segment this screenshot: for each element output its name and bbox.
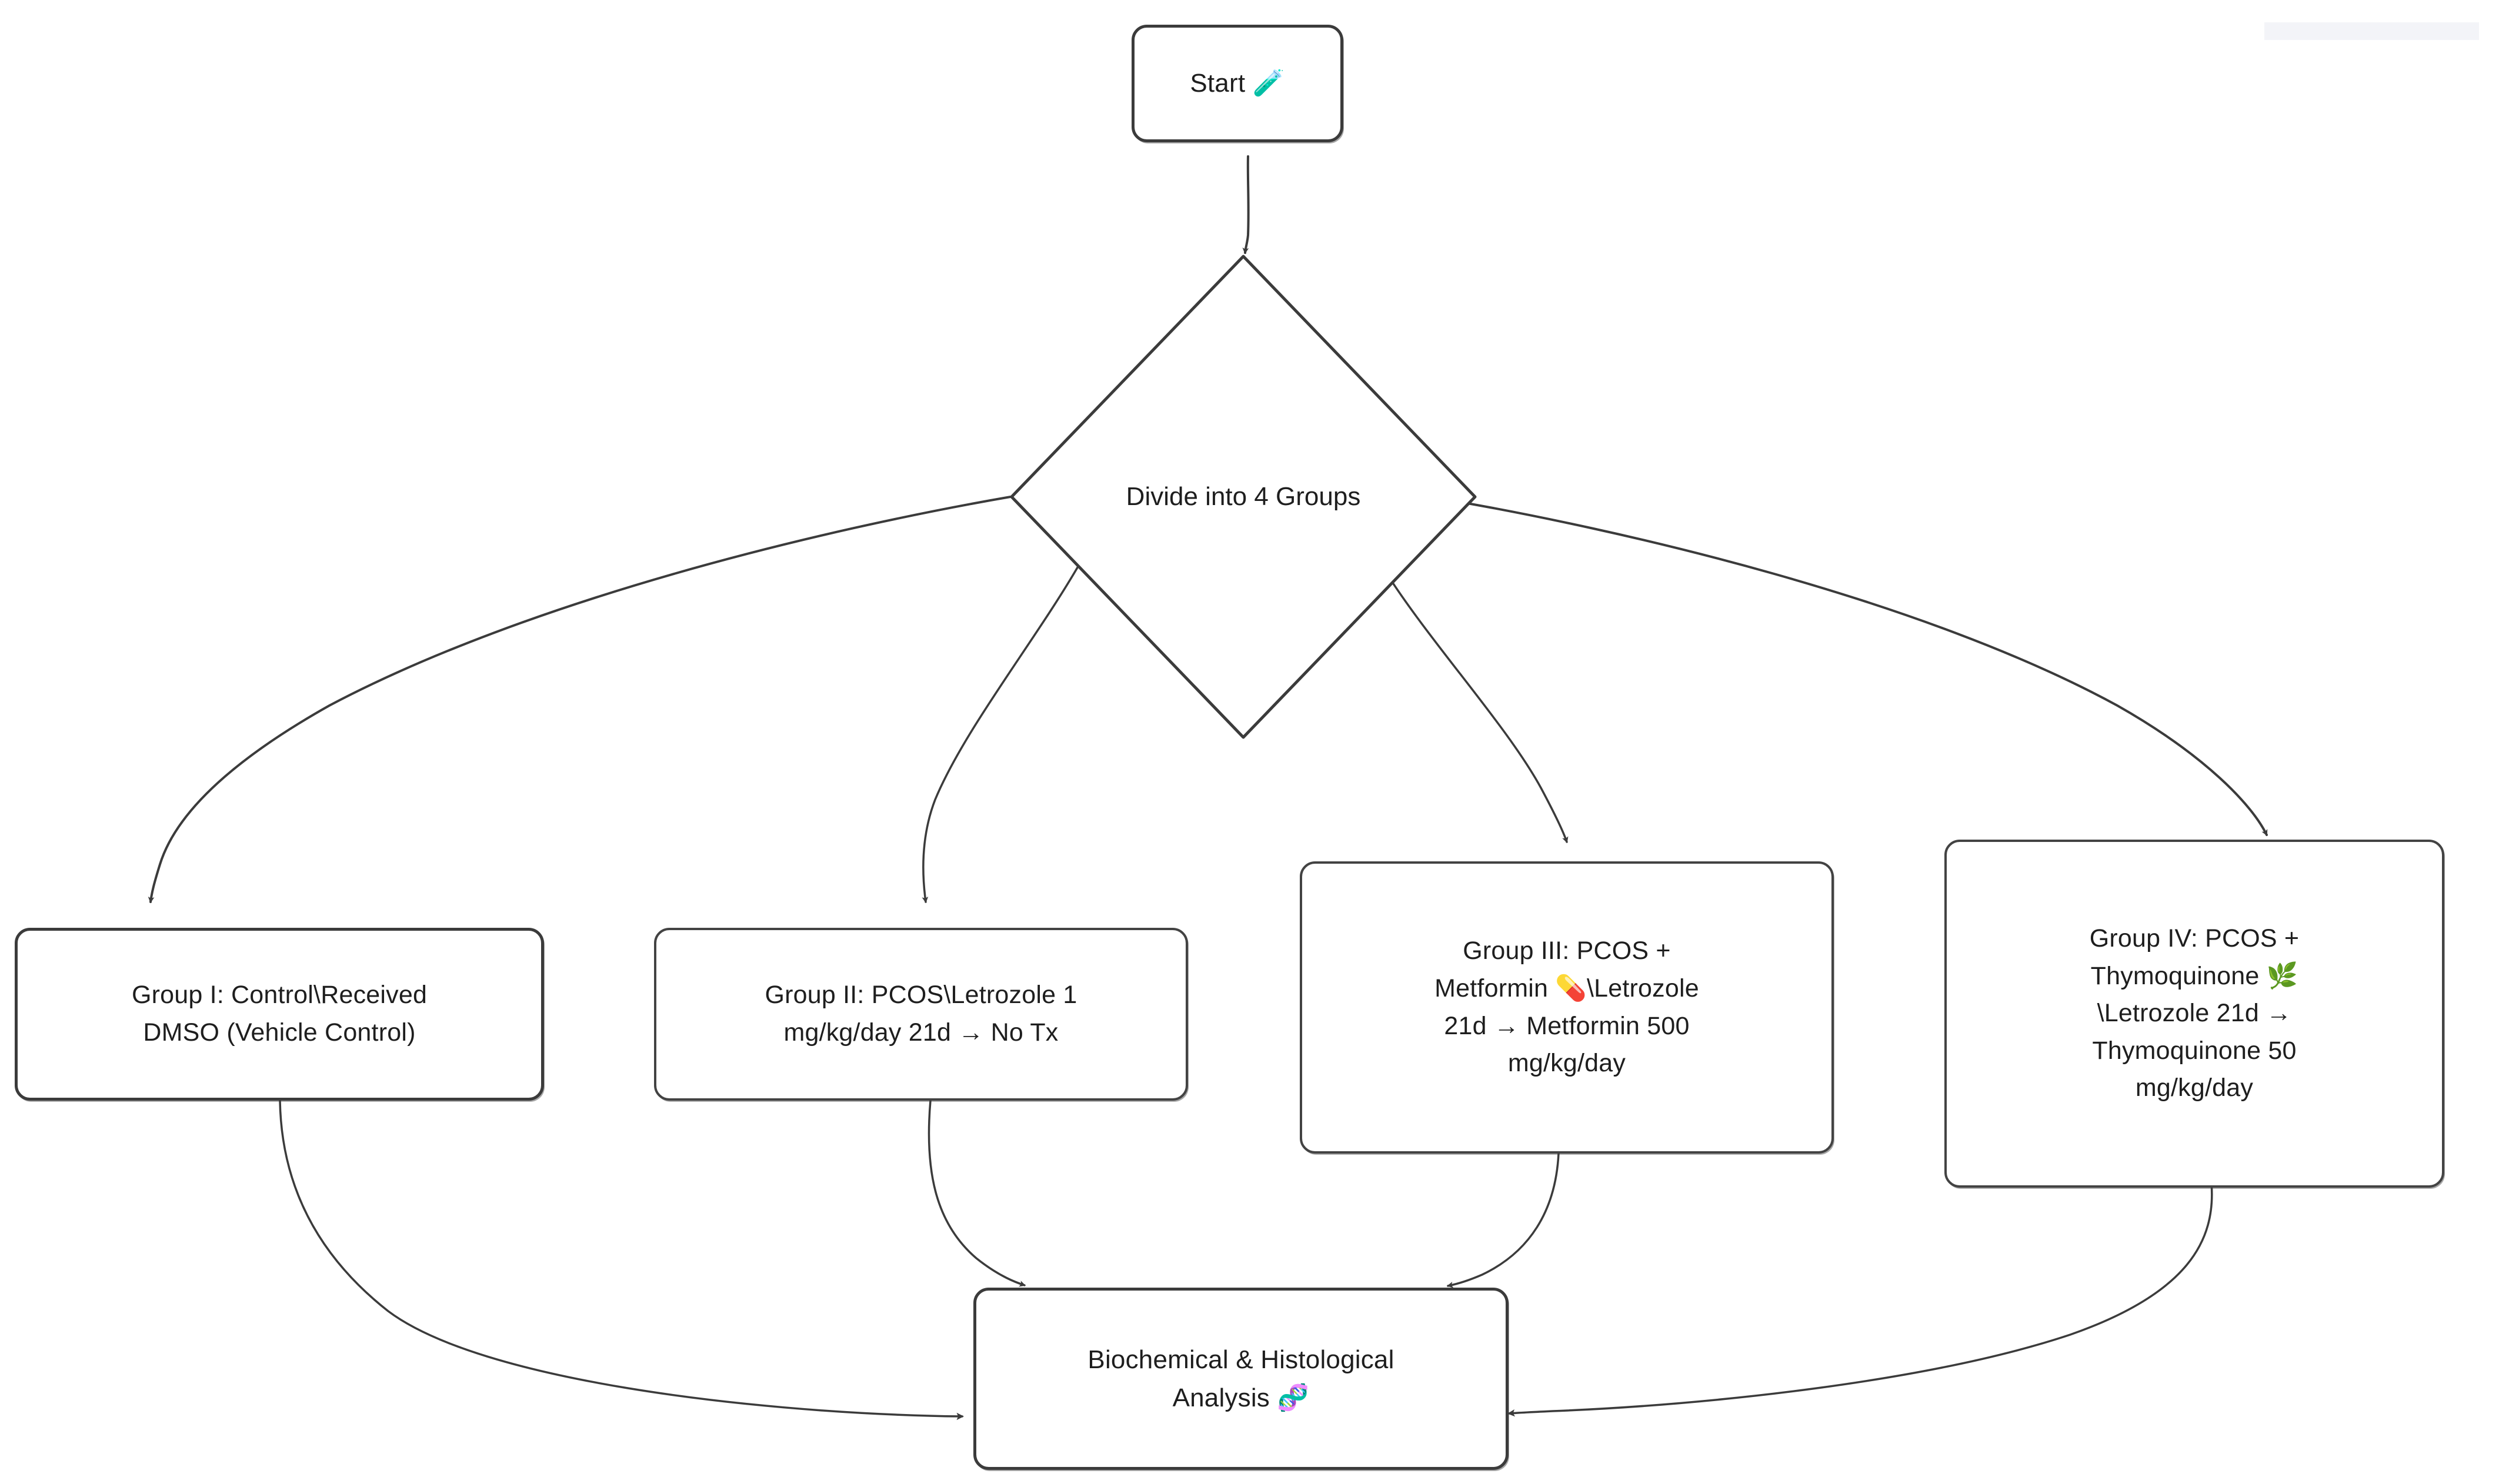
- edge-group2-to-analysis: [927, 1099, 1026, 1287]
- edge-divide-to-group4: [1429, 496, 2268, 836]
- node-group-1[interactable]: Group I: Control\Received DMSO (Vehicle …: [15, 928, 544, 1101]
- node-group-3-label: Group III: PCOS + Metformin 💊\Letrozole …: [1434, 937, 1699, 1078]
- edge-group4-to-analysis: [1507, 1182, 2213, 1417]
- edge-group3-to-analysis: [1447, 1152, 1560, 1288]
- edge-divide-to-group1: [148, 496, 1012, 903]
- node-start-label: Start 🧪: [1190, 69, 1285, 98]
- node-analysis[interactable]: Biochemical & Histological Analysis 🧬: [973, 1288, 1509, 1470]
- node-divide[interactable]: Divide into 4 Groups: [1008, 253, 1479, 741]
- node-group-1-label: Group I: Control\Received DMSO (Vehicle …: [131, 981, 428, 1047]
- node-divide-label-wrap: Divide into 4 Groups: [1008, 253, 1479, 741]
- node-group-2[interactable]: Group II: PCOS\Letrozole 1 mg/kg/day 21d…: [654, 928, 1188, 1101]
- node-group-2-label: Group II: PCOS\Letrozole 1 mg/kg/day 21d…: [765, 981, 1077, 1047]
- node-group-3[interactable]: Group III: PCOS + Metformin 💊\Letrozole …: [1300, 861, 1834, 1154]
- node-start[interactable]: Start 🧪: [1132, 25, 1343, 142]
- node-group-4-label: Group IV: PCOS + Thymoquinone 🌿 \Letrozo…: [2089, 924, 2300, 1102]
- diamond-shape: [1010, 255, 1477, 739]
- edge-start-to-divide: [1242, 155, 1250, 254]
- node-group-4[interactable]: Group IV: PCOS + Thymoquinone 🌿 \Letrozo…: [1944, 840, 2444, 1188]
- capture-artifact-bar: [2264, 22, 2479, 40]
- node-divide-label: Divide into 4 Groups: [1126, 482, 1361, 511]
- node-analysis-label: Biochemical & Histological Analysis 🧬: [1087, 1345, 1394, 1412]
- edge-group1-to-analysis: [279, 1099, 964, 1421]
